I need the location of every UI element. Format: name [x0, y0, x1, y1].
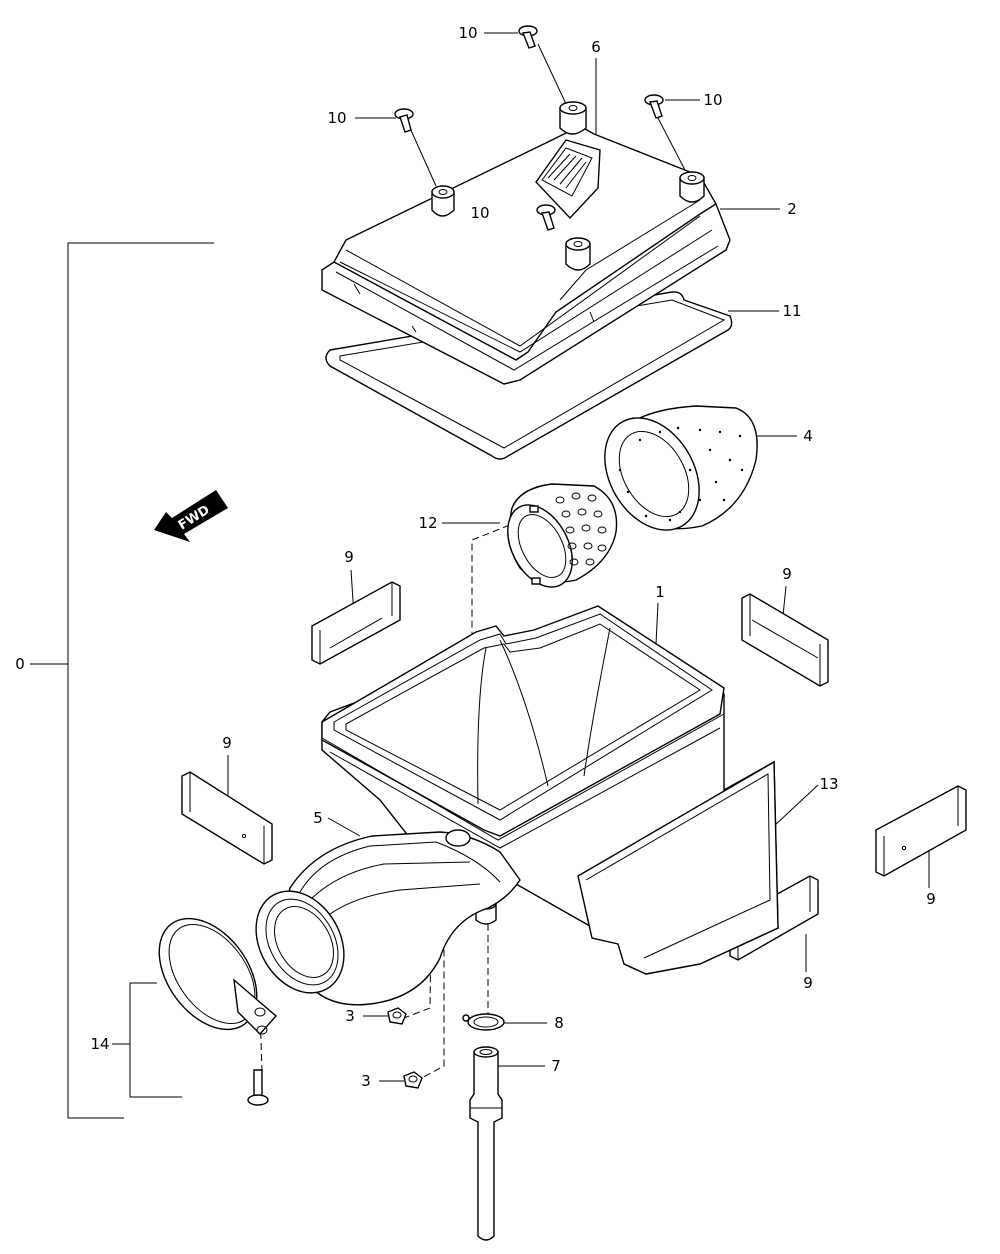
callout-label-14: 14	[90, 1035, 109, 1053]
callout-label-9-far-right: 9	[926, 890, 936, 908]
callout-label-9-upper-left: 9	[344, 548, 354, 566]
part-9-clip-left	[181, 771, 273, 865]
callout-label-9-upper-right: 9	[782, 565, 792, 583]
part-10-screws	[394, 25, 705, 271]
callout-label-10-right: 10	[703, 91, 722, 109]
callout-label-1: 1	[655, 583, 665, 601]
callout-label-8: 8	[554, 1014, 564, 1032]
forward-arrow-icon: FWD	[154, 490, 228, 542]
callout-label-0: 0	[15, 655, 25, 673]
callout-label-6: 6	[591, 38, 601, 56]
callout-label-10-mid: 10	[470, 204, 489, 222]
part-3-nut-lower	[403, 1071, 423, 1089]
part-2-cover	[321, 125, 731, 385]
part-3-nut-upper	[387, 1007, 407, 1025]
callout-label-11: 11	[782, 302, 801, 320]
part-7-drain-hose	[469, 1046, 503, 1241]
part-9-clip-upper-right	[741, 593, 829, 687]
callout-label-2: 2	[787, 200, 797, 218]
part-4-foam-filter	[604, 405, 758, 531]
callout-label-3-lower: 3	[361, 1072, 371, 1090]
callout-label-9-lower-right: 9	[803, 974, 813, 992]
callout-label-9-left: 9	[222, 734, 232, 752]
callout-label-5: 5	[313, 809, 323, 827]
callout-label-10-left: 10	[327, 109, 346, 127]
callout-label-3-upper: 3	[345, 1007, 355, 1025]
callout-label-4: 4	[803, 427, 813, 445]
callout-label-13: 13	[819, 775, 838, 793]
part-9-clip-upper-left	[311, 581, 401, 665]
callout-label-7: 7	[551, 1057, 561, 1075]
part-5-intake-boot	[255, 829, 521, 1006]
part-6-duct	[535, 139, 601, 220]
assembly-bracket-0	[30, 242, 214, 1119]
assembly-bracket-14	[112, 982, 182, 1098]
callout-label-12: 12	[418, 514, 437, 532]
callout-label-10-top: 10	[458, 24, 477, 42]
part-9-clip-far-right	[875, 785, 967, 877]
part-8-hose-clip	[462, 1013, 505, 1031]
part-1-case	[321, 605, 779, 975]
part-14-clamp	[158, 917, 277, 1106]
part-12-filter-cage	[507, 483, 618, 588]
